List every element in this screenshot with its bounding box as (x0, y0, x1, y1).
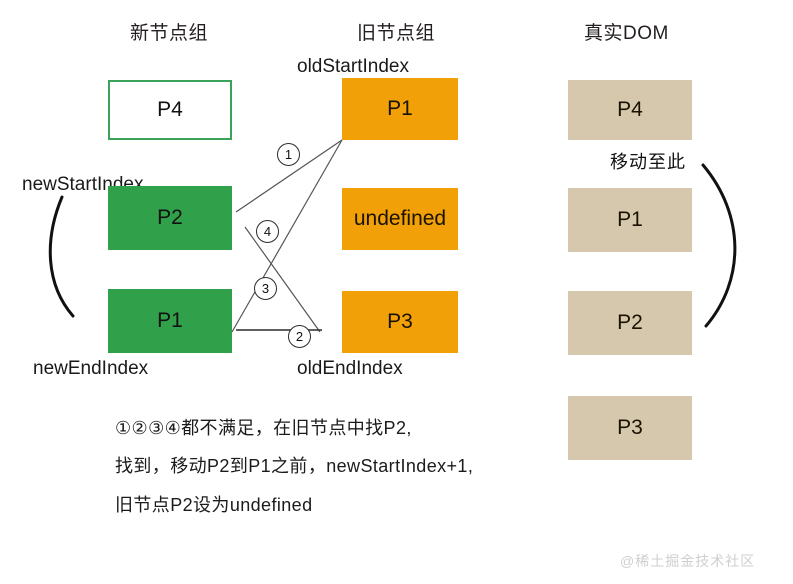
marker-circle-4: 4 (256, 220, 279, 243)
dom-node-label-3: P3 (617, 416, 643, 439)
old-node-label-0: P1 (387, 97, 413, 120)
dom-node-box-3[interactable]: P3 (568, 396, 692, 460)
dom-node-label-1: P1 (617, 208, 643, 231)
new-node-box-1[interactable]: P2 (108, 186, 232, 250)
dom-node-box-1[interactable]: P1 (568, 188, 692, 252)
dom-move-arrow (701, 163, 737, 328)
marker-circle-2: 2 (288, 325, 311, 348)
pointer-label-old-start-index: oldStartIndex (297, 56, 409, 77)
connector-line-3 (231, 139, 343, 333)
column-header-real-dom: 真实DOM (584, 23, 669, 44)
old-node-label-2: P3 (387, 310, 413, 333)
old-node-box-2[interactable]: P3 (342, 291, 458, 353)
dom-node-box-0[interactable]: P4 (568, 80, 692, 140)
new-node-label-1: P2 (157, 206, 183, 229)
old-node-label-1: undefined (353, 207, 447, 230)
caption-line-2: 旧节点P2设为undefined (115, 495, 313, 515)
annotation-move-here: 移动至此 (610, 152, 686, 172)
marker-circle-1: 1 (277, 143, 300, 166)
old-node-box-0[interactable]: P1 (342, 78, 458, 140)
new-node-label-2: P1 (157, 309, 183, 332)
new-node-box-0[interactable]: P4 (108, 80, 232, 140)
caption-line-1: 找到，移动P2到P1之前，newStartIndex+1, (115, 456, 474, 476)
new-node-label-0: P4 (157, 98, 183, 121)
pointer-label-new-end-index: newEndIndex (33, 358, 149, 379)
column-header-new-group: 新节点组 (130, 23, 209, 44)
caption-line-0: ①②③④都不满足，在旧节点中找P2, (115, 418, 412, 438)
new-index-brace (48, 195, 75, 318)
dom-node-box-2[interactable]: P2 (568, 291, 692, 355)
dom-node-label-0: P4 (617, 98, 643, 121)
column-header-old-group: 旧节点组 (357, 23, 436, 44)
pointer-label-old-end-index: oldEndIndex (297, 358, 403, 379)
marker-circle-3: 3 (254, 277, 277, 300)
old-node-box-1[interactable]: undefined (342, 188, 458, 250)
new-node-box-2[interactable]: P1 (108, 289, 232, 353)
watermark: @稀土掘金技术社区 (620, 553, 756, 569)
dom-node-label-2: P2 (617, 311, 643, 334)
